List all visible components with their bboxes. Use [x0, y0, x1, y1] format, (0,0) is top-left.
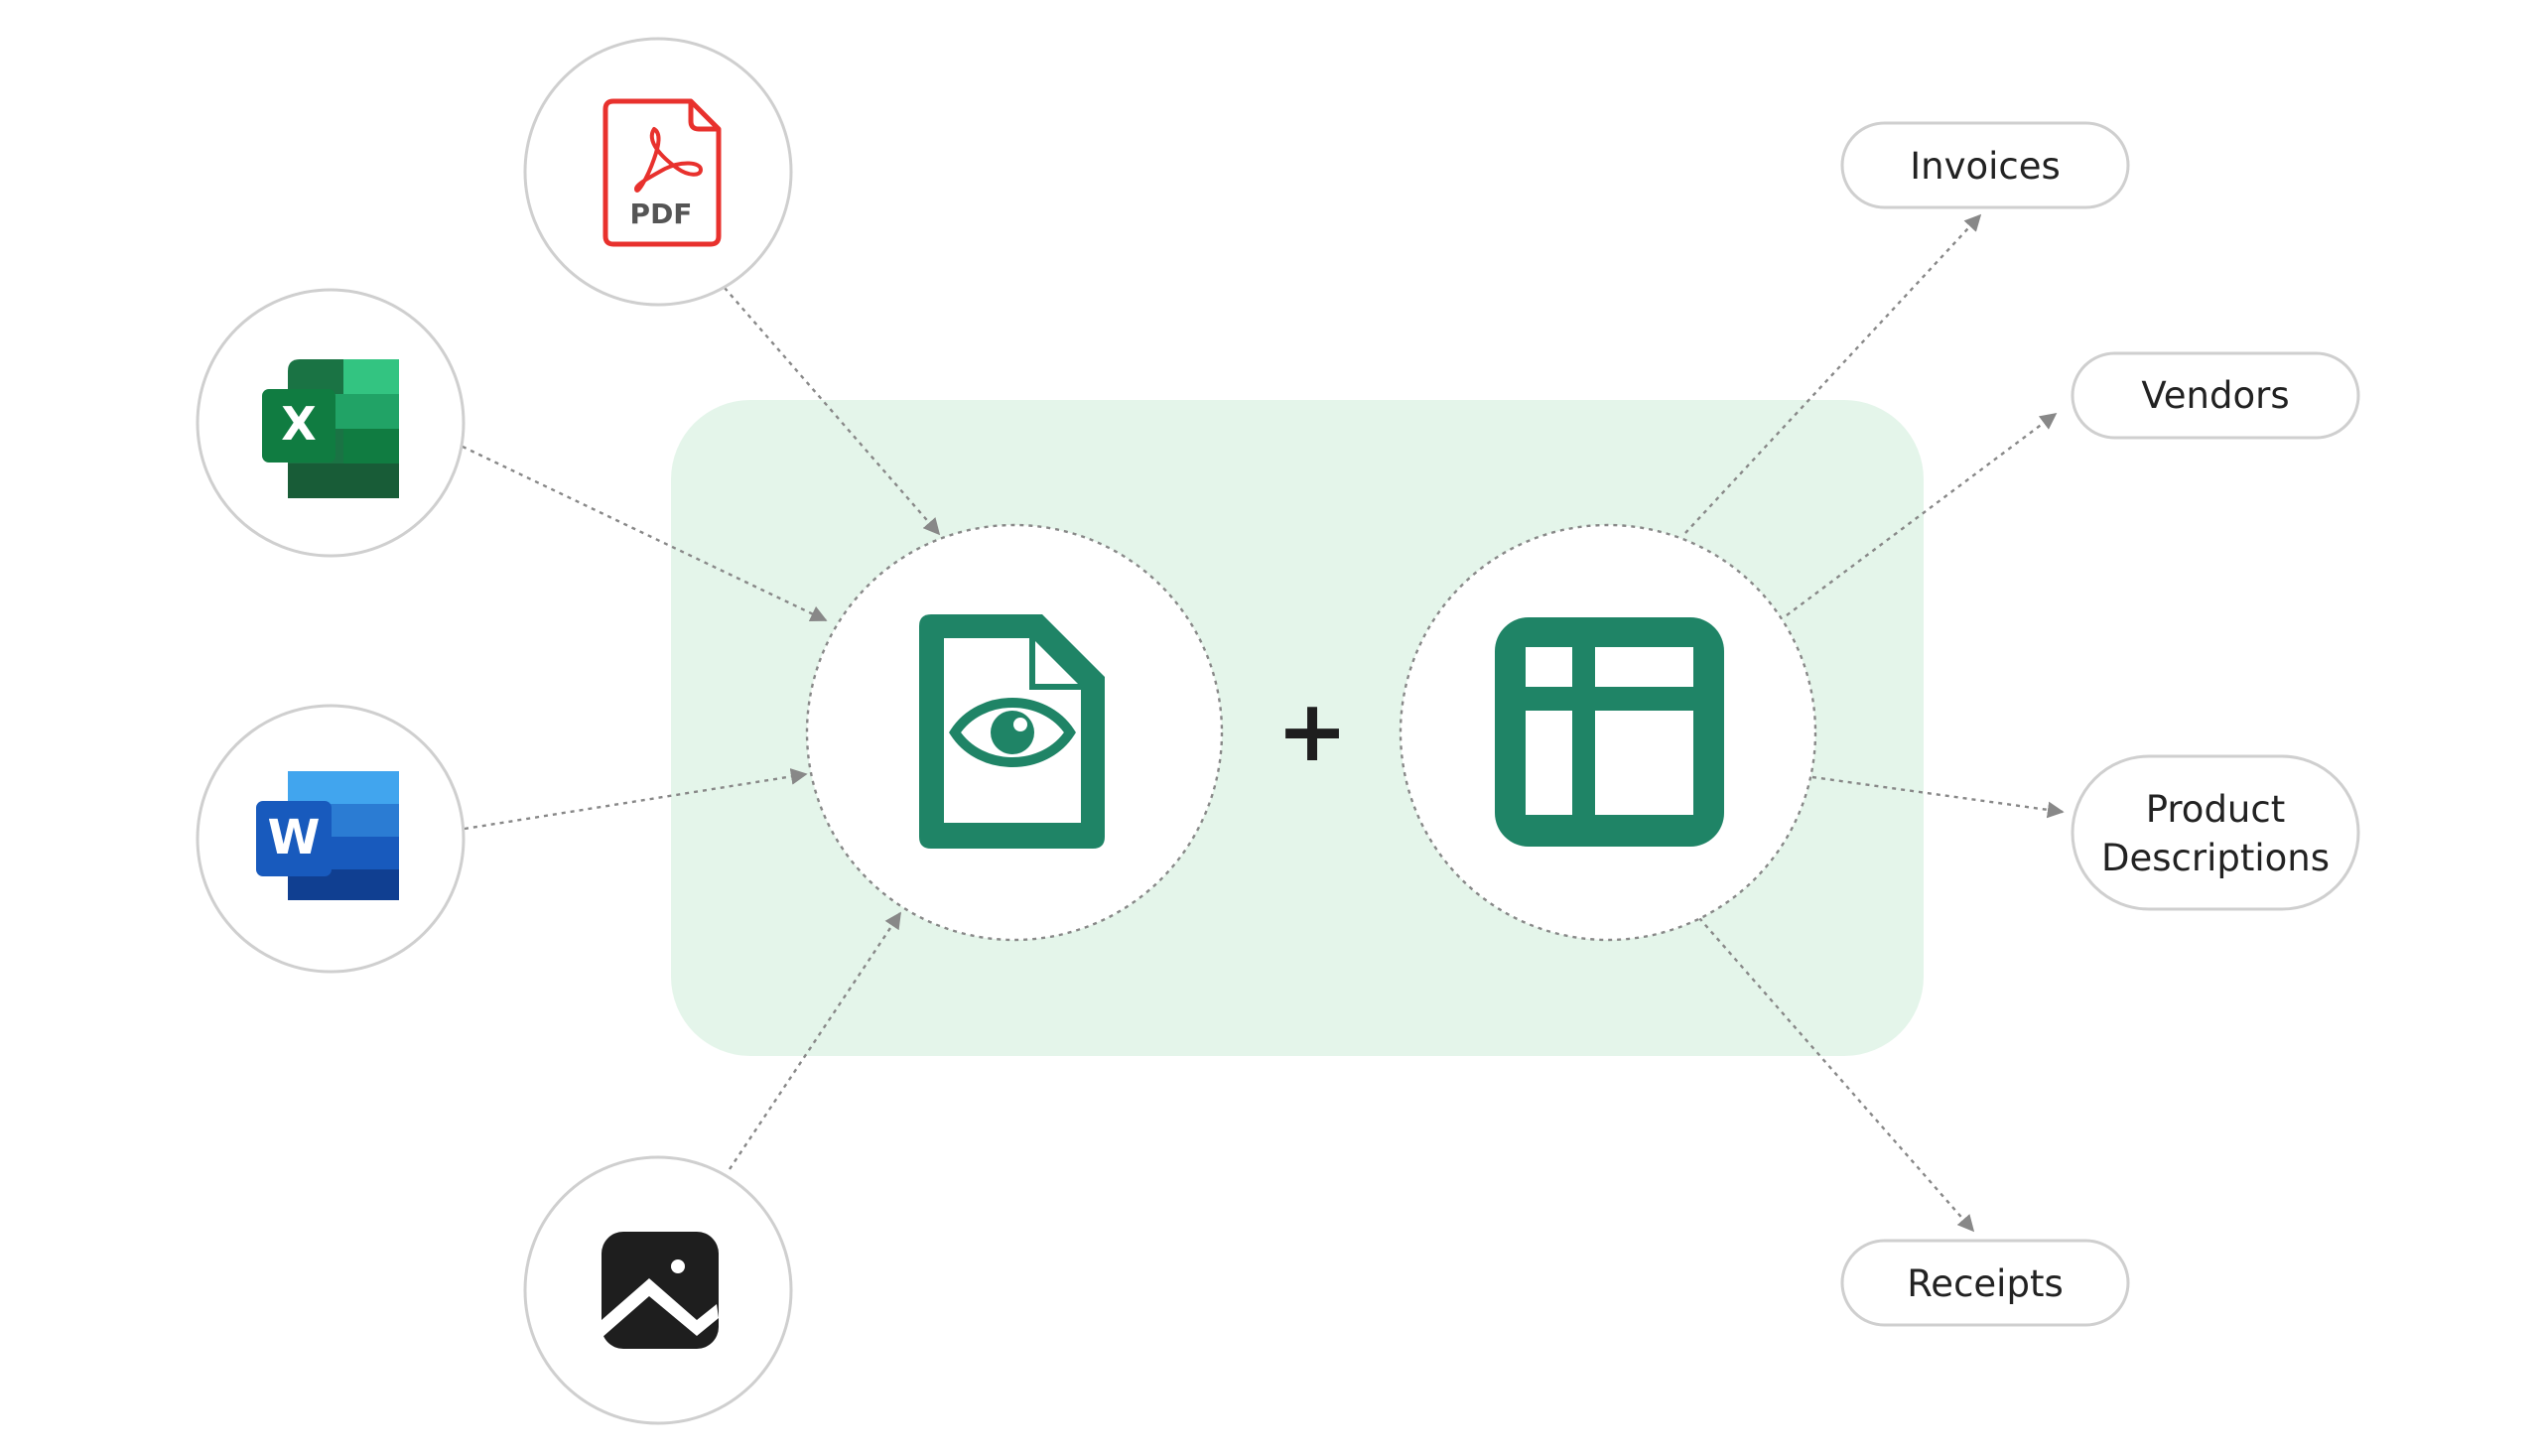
word-icon-label: W: [268, 810, 321, 865]
output-label-receipts: Receipts: [1907, 1262, 2063, 1305]
plus-operator: +: [1276, 682, 1348, 781]
output-label-invoices: Invoices: [1910, 145, 2061, 188]
image-icon: [602, 1232, 719, 1349]
pdf-icon-label: PDF: [630, 198, 693, 230]
input-node-word: W: [196, 704, 466, 974]
document-eye-icon: [919, 614, 1105, 849]
excel-icon: X: [262, 359, 399, 498]
connector-vendors: [1786, 412, 2058, 616]
table-icon: [1495, 617, 1724, 847]
output-vendors: Vendors: [2071, 351, 2360, 440]
output-invoices: Invoices: [1840, 121, 2130, 209]
connector-image: [729, 911, 901, 1170]
connectors: [462, 213, 2065, 1233]
output-label-product: Product: [2146, 788, 2285, 831]
input-node-excel: X: [196, 288, 466, 558]
excel-icon-label: X: [281, 397, 316, 451]
input-node-image: [523, 1155, 793, 1425]
output-receipts: Receipts: [1840, 1239, 2130, 1327]
output-label-descriptions: Descriptions: [2101, 837, 2330, 879]
center-node-table: [1399, 523, 1817, 942]
output-label-vendors: Vendors: [2141, 374, 2289, 417]
connector-word: [464, 768, 808, 831]
input-node-pdf: PDF: [523, 37, 793, 307]
word-icon: W: [256, 771, 399, 900]
connector-invoices: [1684, 213, 1982, 534]
center-node-viewer: [805, 523, 1224, 942]
connector-pdf: [724, 287, 941, 536]
output-product-descriptions: Product Descriptions: [2071, 754, 2360, 911]
connector-receipts: [1698, 917, 1975, 1233]
pdf-icon: PDF: [602, 98, 722, 247]
connector-product-descriptions: [1811, 775, 2065, 819]
